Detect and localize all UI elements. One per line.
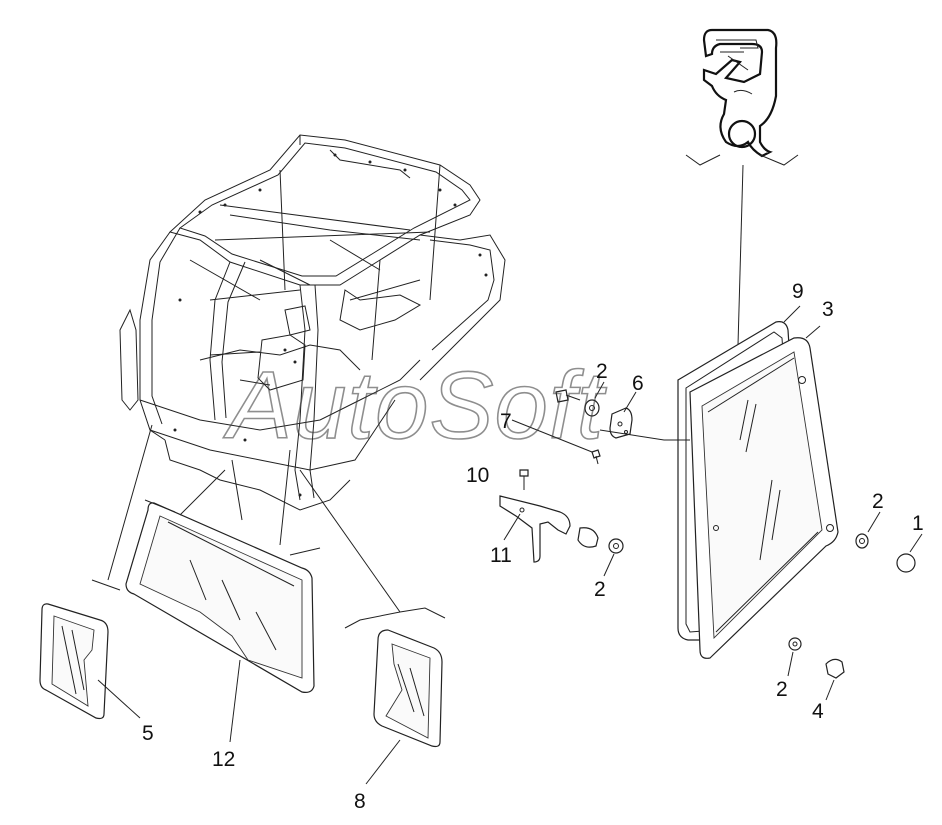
callout-2-handle: 2 bbox=[594, 578, 606, 601]
washer-part-2c bbox=[855, 533, 869, 549]
callout-1: 1 bbox=[912, 512, 924, 535]
watermark-text: AutoSoft bbox=[223, 352, 607, 459]
bolt-part-2a bbox=[555, 389, 600, 417]
callout-5: 5 bbox=[142, 722, 154, 745]
callout-8: 8 bbox=[354, 790, 366, 813]
callout-3: 3 bbox=[822, 298, 834, 321]
callout-10: 10 bbox=[466, 464, 489, 487]
door-window-part-3 bbox=[689, 337, 839, 659]
knob-and-washer-part-2b bbox=[577, 527, 624, 554]
screw-part-7 bbox=[591, 449, 601, 465]
callout-11: 11 bbox=[490, 544, 512, 567]
callout-4: 4 bbox=[812, 700, 824, 723]
cab-frame bbox=[119, 134, 506, 511]
cap-part-1 bbox=[896, 553, 916, 573]
callout-12: 12 bbox=[212, 748, 235, 771]
callout-2-upper: 2 bbox=[596, 360, 608, 383]
callout-9: 9 bbox=[792, 280, 804, 303]
leader-lines bbox=[91, 305, 923, 785]
quarter-window-part-5 bbox=[39, 603, 109, 720]
screw-part-10 bbox=[519, 469, 529, 490]
rear-window-part-12 bbox=[125, 502, 315, 693]
washer-part-2d bbox=[788, 637, 802, 651]
seal-profile-detail bbox=[685, 28, 799, 346]
knob-part-4 bbox=[825, 658, 845, 679]
callout-labels: 1 2 2 2 2 3 4 5 6 7 8 9 10 11 12 bbox=[142, 280, 924, 813]
handle-part-11 bbox=[499, 495, 571, 563]
callout-2-door: 2 bbox=[872, 490, 884, 513]
callout-7: 7 bbox=[500, 410, 512, 433]
callout-2-lower: 2 bbox=[776, 678, 788, 701]
callout-6: 6 bbox=[632, 372, 644, 395]
quarter-window-part-8 bbox=[373, 629, 443, 748]
